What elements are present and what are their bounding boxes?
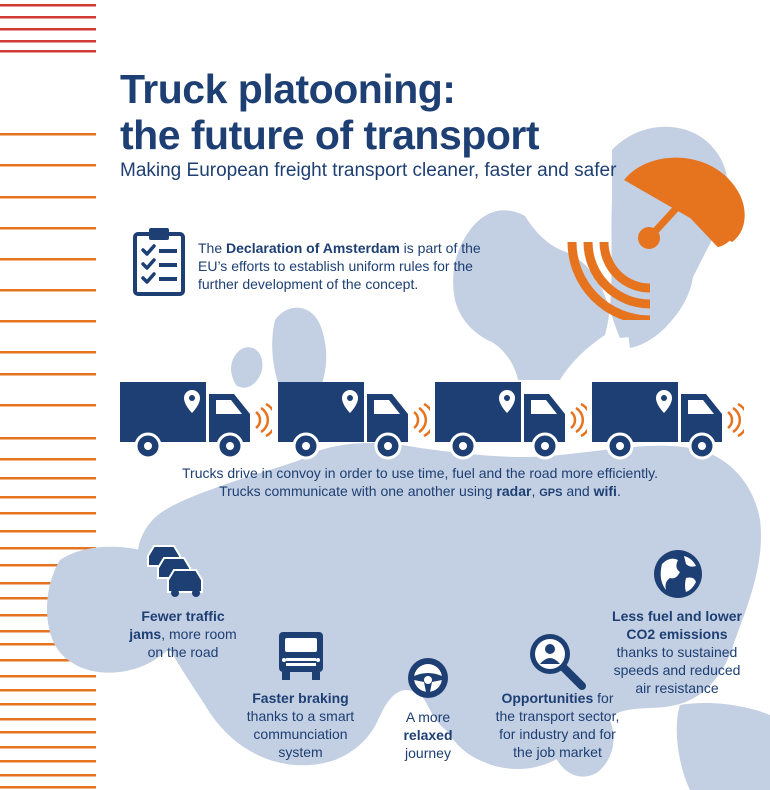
traffic-bold-2: jams [129, 626, 162, 642]
period: . [616, 483, 621, 499]
relaxed-line-3: journey [405, 745, 451, 761]
benefit-fuel: Less fuel and lower CO2 emissions thanks… [608, 607, 746, 697]
orange-stripe [0, 703, 96, 706]
red-stripe [0, 16, 96, 19]
truck-front-icon [279, 632, 323, 680]
opportunities-rest-4: the job market [513, 744, 602, 760]
magnifier-person-icon [530, 634, 586, 690]
title-line-1: Truck platooning: [120, 66, 456, 112]
orange-stripe [0, 731, 96, 734]
clipboard-icon [133, 228, 185, 296]
truck-2 [278, 380, 435, 460]
orange-stripe [0, 564, 96, 567]
fuel-rest-3: air resistance [635, 680, 719, 696]
fuel-bold-2: CO2 emissions [626, 626, 728, 642]
braking-rest-3: system [278, 744, 323, 760]
radar-label: radar [496, 483, 532, 499]
red-stripe [0, 40, 96, 43]
wifi-label: wifi [593, 483, 617, 499]
opportunities-rest-3: for industry and for [499, 726, 616, 742]
orange-stripe [0, 320, 96, 323]
orange-stripe [0, 289, 96, 292]
truck-3 [435, 380, 592, 460]
orange-stripe [0, 630, 96, 633]
truck-1 [120, 380, 277, 460]
orange-stripe [0, 512, 96, 515]
orange-stripe [0, 659, 96, 662]
fuel-bold-1: Less fuel and lower [612, 608, 742, 624]
opportunities-rest-1: for [593, 690, 614, 706]
fuel-rest-2: speeds and reduced [613, 662, 741, 678]
declaration-text: The Declaration of Amsterdam is part of … [198, 239, 498, 293]
red-stripe [0, 28, 96, 31]
orange-stripe [0, 133, 96, 136]
declaration-pre: The [198, 240, 227, 256]
title-line-2: the future of transport [120, 112, 539, 158]
orange-stripe [0, 373, 96, 376]
traffic-rest-1: , more room [161, 626, 237, 642]
braking-rest-2: communciation [253, 726, 348, 742]
braking-bold: Faster braking [252, 690, 349, 706]
globe-icon [654, 550, 702, 598]
truck-4 [592, 380, 749, 460]
traffic-bold-1: Fewer traffic [141, 608, 225, 624]
orange-stripe [0, 774, 96, 777]
orange-stripe [0, 547, 96, 550]
orange-stripe [0, 786, 96, 789]
truck-icon [278, 382, 435, 460]
orange-stripe [0, 582, 96, 585]
opportunities-bold: Opportunities [501, 690, 594, 706]
orange-stripe [0, 643, 96, 646]
benefit-traffic: Fewer traffic jams, more room on the roa… [128, 607, 238, 661]
truck-icon [435, 382, 592, 460]
orange-stripe [0, 530, 96, 533]
orange-stripe [0, 477, 96, 480]
separator: and [562, 483, 594, 499]
benefit-braking: Faster braking thanks to a smart communc… [238, 689, 363, 761]
gps-label: GPS [539, 487, 563, 499]
convoy-line-1: Trucks drive in convoy in order to use t… [182, 465, 658, 481]
benefit-relaxed: A more relaxed journey [388, 708, 468, 762]
orange-stripe [0, 258, 96, 261]
orange-stripe [0, 760, 96, 763]
red-stripe [0, 50, 96, 53]
truck-icon [120, 382, 277, 460]
braking-rest-1: thanks to a smart [246, 708, 355, 724]
orange-stripe [0, 496, 96, 499]
declaration-name: Declaration of Amsterdam [226, 240, 400, 256]
cars-icon [147, 545, 203, 597]
orange-stripe [0, 689, 96, 692]
benefit-opportunities: Opportunities for the transport sector, … [490, 689, 625, 761]
traffic-rest-2: on the road [147, 644, 219, 660]
orange-stripe [0, 351, 96, 354]
orange-stripe [0, 164, 96, 167]
orange-stripe [0, 675, 96, 678]
orange-stripe [0, 404, 96, 407]
orange-stripe [0, 746, 96, 749]
page-title: Truck platooning: the future of transpor… [120, 66, 539, 158]
declaration-post: is part of the EU’s efforts to establish… [198, 240, 481, 292]
red-stripe [0, 4, 96, 7]
page-subtitle: Making European freight transport cleane… [120, 160, 617, 181]
orange-stripe [0, 437, 96, 440]
orange-stripe [0, 227, 96, 230]
convoy-line-2: Trucks communicate with one another usin… [120, 482, 720, 502]
convoy-line-2-text: Trucks communicate with one another usin… [219, 483, 497, 499]
orange-stripe [0, 718, 96, 721]
satellite-dish-icon [567, 157, 745, 320]
opportunities-rest-2: the transport sector, [495, 708, 620, 724]
orange-stripe [0, 458, 96, 461]
relaxed-bold: relaxed [403, 727, 453, 743]
truck-icon [592, 382, 749, 460]
fuel-rest-1: thanks to sustained [616, 644, 738, 660]
relaxed-line-1: A more [405, 709, 451, 725]
steering-wheel-icon [408, 658, 448, 698]
orange-stripe [0, 196, 96, 199]
convoy-description: Trucks drive in convoy in order to use t… [120, 464, 720, 502]
separator: , [531, 483, 540, 499]
